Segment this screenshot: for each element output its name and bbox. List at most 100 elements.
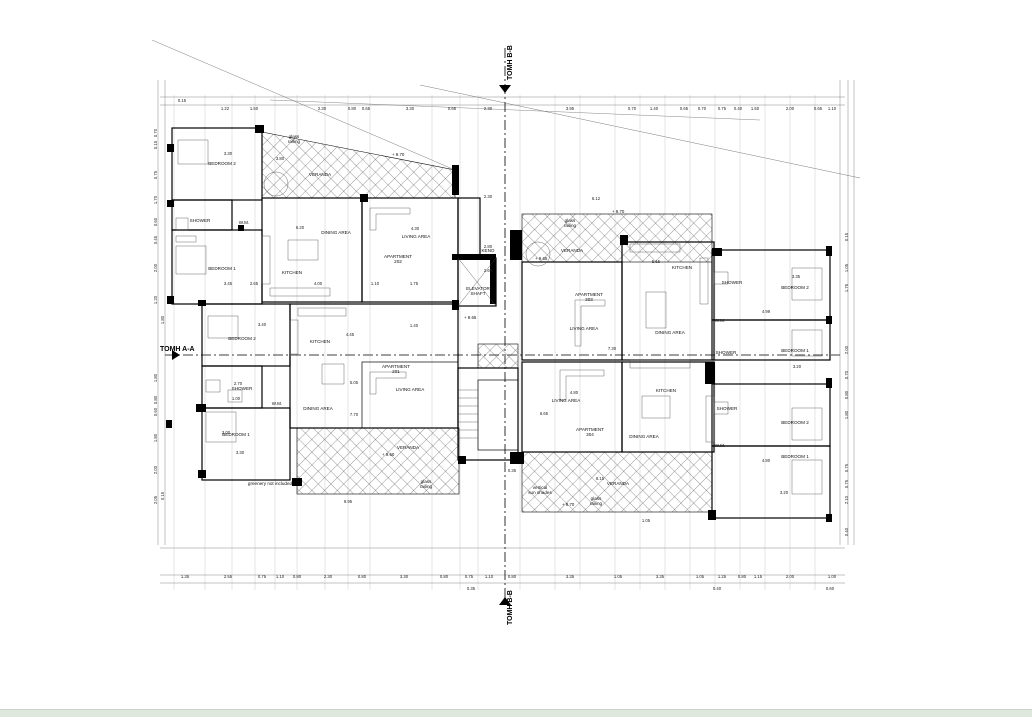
section-aa-label: TOMH A-A bbox=[160, 346, 195, 353]
label-kitchen-nw: KITCHEN bbox=[282, 270, 302, 275]
level-marks: + 9.70 + 9.60 + 9.65 + 9.65 + 9.70 + 9.7… bbox=[382, 152, 625, 507]
label-veranda-ne: VERANDA bbox=[561, 248, 584, 253]
dim-right-10: 2.10 bbox=[844, 495, 849, 504]
dim-bot-17: 1.25 bbox=[718, 574, 727, 579]
room-dimensions: 3.30 3.80 6.20 4.30 3.45 2.65 4.00 1.10 … bbox=[222, 151, 802, 523]
dim-bot-13: 3.35 bbox=[566, 574, 575, 579]
dim-bot-9: 0.80 bbox=[440, 574, 449, 579]
svg-text:4.30: 4.30 bbox=[411, 226, 420, 231]
label-bedroom2-e2: BEDROOM 2 bbox=[781, 420, 809, 425]
svg-text:2.80: 2.80 bbox=[484, 244, 493, 249]
svg-text:5.15: 5.15 bbox=[652, 259, 661, 264]
dim-top-7: 3.30 bbox=[406, 106, 415, 111]
dim-bot-19: 1.15 bbox=[754, 574, 763, 579]
dim-bot-3: 0.75 bbox=[258, 574, 267, 579]
label-bedroom2-e: BEDROOM 2 bbox=[781, 285, 809, 290]
label-wm-e2: W.M. bbox=[715, 443, 725, 448]
svg-text:1.00: 1.00 bbox=[232, 396, 241, 401]
dim-right-3: 1.75 bbox=[844, 283, 849, 292]
dim-bot-16: 1.05 bbox=[696, 574, 705, 579]
dim-top-6: 0.65 bbox=[362, 106, 371, 111]
label-shower-e3: SHOWER bbox=[717, 406, 738, 411]
dims-left: 0.70 0.15 0.75 1.70 0.60 0.45 2.00 1.20 … bbox=[153, 128, 165, 504]
label-kitchen-se: KITCHEN bbox=[656, 388, 676, 393]
veranda-hatching bbox=[261, 131, 713, 513]
dim-right-7: 1.80 bbox=[844, 410, 849, 419]
label-veranda-sw: VERANDA bbox=[397, 445, 420, 450]
dim-left-6: 0.45 bbox=[153, 235, 158, 244]
structural-columns bbox=[166, 125, 832, 522]
label-shower-e1: SHOWER bbox=[722, 280, 743, 285]
label-bedroom1-e: BEDROOM 1 bbox=[781, 348, 809, 353]
dim-bot-20: 2.00 bbox=[786, 574, 795, 579]
label-bedroom2-w: BEDROOM 2 bbox=[228, 336, 256, 341]
dim-left-2: 0.15 bbox=[153, 140, 158, 149]
label-shower-nw: SHOWER bbox=[190, 218, 211, 223]
svg-text:3.20: 3.20 bbox=[780, 490, 789, 495]
dim-top-15: 0.75 bbox=[718, 106, 727, 111]
level-5: + 9.70 bbox=[612, 209, 625, 214]
dim-left-11: 0.60 bbox=[153, 407, 158, 416]
svg-text:2.30: 2.30 bbox=[484, 194, 493, 199]
svg-text:1.10: 1.10 bbox=[371, 281, 380, 286]
svg-text:8.15: 8.15 bbox=[596, 476, 605, 481]
dim-top-17: 1.50 bbox=[751, 106, 760, 111]
dim-top-10: 3.95 bbox=[566, 106, 575, 111]
label-living-ne: LIVING AREA bbox=[570, 326, 600, 331]
svg-text:3.30: 3.30 bbox=[224, 151, 233, 156]
dim-bot-14: 1.05 bbox=[614, 574, 623, 579]
svg-text:6.20: 6.20 bbox=[296, 225, 305, 230]
dim-left-8: 1.20 bbox=[153, 295, 158, 304]
dim-bot-5: 0.80 bbox=[293, 574, 302, 579]
dim-left-13: 2.00 bbox=[153, 465, 158, 474]
label-bedroom1-w: BEDROOM 1 bbox=[222, 432, 250, 437]
svg-text:6.12: 6.12 bbox=[592, 196, 601, 201]
svg-text:9.95: 9.95 bbox=[344, 499, 353, 504]
svg-text:3.20: 3.20 bbox=[793, 364, 802, 369]
dim-bot-18: 0.80 bbox=[738, 574, 747, 579]
label-wm-e1: W.M. bbox=[715, 318, 725, 323]
dim-top-3: 1.50 bbox=[250, 106, 259, 111]
svg-text:7.30: 7.30 bbox=[608, 346, 617, 351]
label-kitchen-ne: KITCHEN bbox=[672, 265, 692, 270]
dim-top-9: 2.30 bbox=[484, 106, 493, 111]
dim-right-11: 0.40 bbox=[844, 527, 849, 536]
dim-top-14: 0.70 bbox=[698, 106, 707, 111]
dim-bot-15: 3.35 bbox=[656, 574, 665, 579]
dim-top-11: 0.70 bbox=[628, 106, 637, 111]
dims-top: 0.15 1.22 1.50 2.30 0.80 0.65 3.30 0.65 … bbox=[178, 98, 837, 111]
svg-text:3.45: 3.45 bbox=[224, 281, 233, 286]
dim-right-5: 0.70 bbox=[844, 370, 849, 379]
dim-left-1: 0.70 bbox=[153, 128, 158, 137]
label-shower-w: SHOWER bbox=[232, 386, 253, 391]
level-6: + 9.70 bbox=[562, 502, 575, 507]
svg-text:2.70: 2.70 bbox=[234, 381, 243, 386]
svg-text:5.05: 5.05 bbox=[350, 380, 359, 385]
dim-left-16: 0.15 bbox=[160, 491, 165, 500]
section-bb-top-label: TOMH B-B bbox=[507, 45, 514, 80]
section-bb-bottom-label: TOMH B-B bbox=[507, 590, 514, 625]
label-bedroom2-nw: BEDROOM 2 bbox=[208, 161, 236, 166]
dim-left-10: 0.80 bbox=[153, 395, 158, 404]
label-dining-se: DINING AREA bbox=[629, 434, 660, 439]
svg-text:3.40: 3.40 bbox=[258, 322, 267, 327]
dim-bot-1: 1.35 bbox=[181, 574, 190, 579]
dims-bottom: 1.35 2.55 0.75 1.10 0.80 2.30 0.80 3.30 … bbox=[181, 574, 837, 591]
dim-bot-7: 0.80 bbox=[358, 574, 367, 579]
dim-top-1: 0.15 bbox=[178, 98, 187, 103]
bottom-status-bar bbox=[0, 709, 1032, 717]
dim-top-12: 1.40 bbox=[650, 106, 659, 111]
dim-top-18: 2.00 bbox=[786, 106, 795, 111]
dims-right: 0.15 1.05 1.75 2.00 0.70 0.80 1.80 0.75 … bbox=[844, 232, 849, 536]
dim-top-16: 0.40 bbox=[734, 106, 743, 111]
label-kitchen-w: KITCHEN bbox=[310, 339, 330, 344]
